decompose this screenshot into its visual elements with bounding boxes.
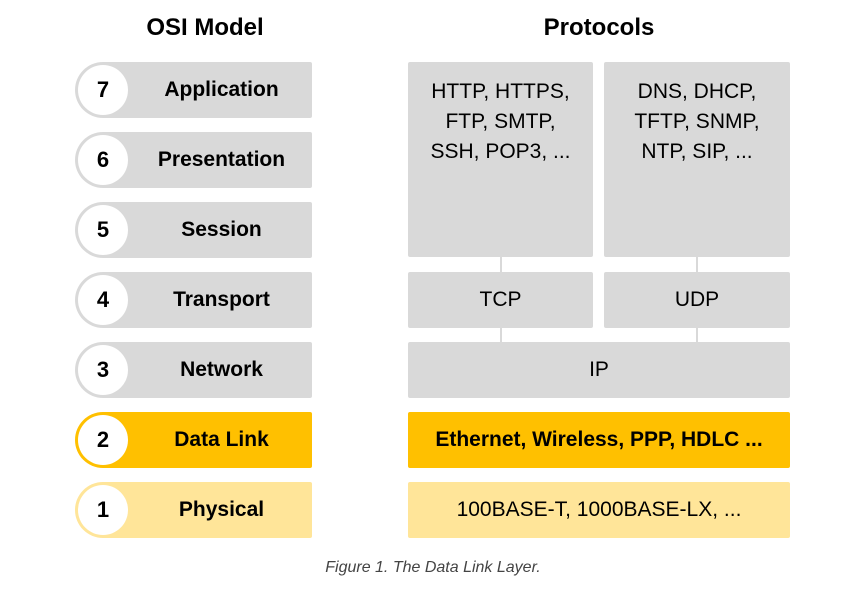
osi-layer-1: 1 Physical [75,482,312,538]
tcp-application-protocols: HTTP, HTTPS, FTP, SMTP, SSH, POP3, ... [408,62,593,257]
osi-layer-2: 2 Data Link [75,412,312,468]
layer-number: 7 [78,65,128,115]
protocol-line: DNS, DHCP, [637,80,757,103]
protocols-heading: Protocols [543,14,655,41]
layer-number: 5 [78,205,128,255]
layer-number: 4 [78,275,128,325]
protocol-line: HTTP, HTTPS, [431,80,570,103]
layer-name: Presentation [157,148,286,171]
layer-number: 3 [78,345,128,395]
protocol-line: SSH, POP3, ... [430,140,571,163]
ip-box: IP [408,342,790,398]
figure-caption: Figure 1. The Data Link Layer. [325,559,541,576]
physical-protocols-box: 100BASE-T, 1000BASE-LX, ... [408,482,790,538]
osi-layer-3: 3 Network [75,342,312,398]
osi-model-heading: OSI Model [146,14,264,41]
osi-layer-5: 5 Session [75,202,312,258]
layer-number: 2 [78,415,128,465]
osi-layer-6: 6 Presentation [75,132,312,188]
layer-name: Transport [173,288,270,311]
layer-number: 6 [78,135,128,185]
udp-application-protocols: DNS, DHCP, TFTP, SNMP, NTP, SIP, ... [604,62,790,257]
protocol-line: NTP, SIP, ... [641,140,753,163]
layer-name: Physical [178,498,265,521]
tcp-box: TCP [408,272,593,328]
protocol-line: FTP, SMTP, [445,110,556,133]
layer-name: Data Link [174,428,269,451]
layer-name: Session [181,218,262,241]
osi-layer-4: 4 Transport [75,272,312,328]
layer-name: Application [164,78,279,101]
layer-name: Network [180,358,263,381]
udp-box: UDP [604,272,790,328]
layer-number: 1 [78,485,128,535]
osi-layer-7: 7 Application [75,62,312,118]
protocol-line: TFTP, SNMP, [634,110,760,133]
datalink-protocols-box: Ethernet, Wireless, PPP, HDLC ... [408,412,790,468]
